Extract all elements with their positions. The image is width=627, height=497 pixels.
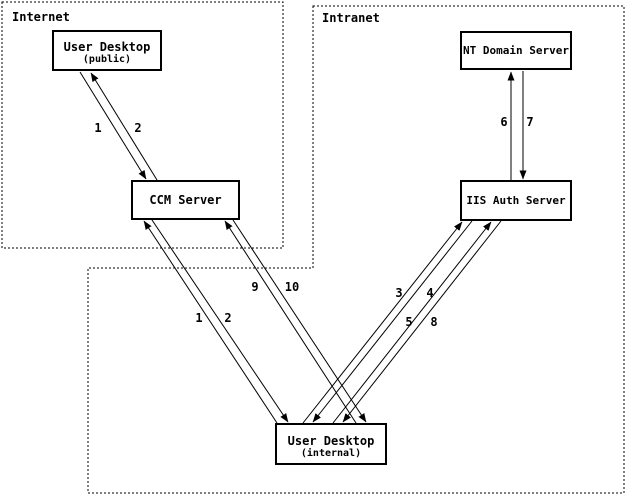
edge-arrow-step4 bbox=[312, 220, 473, 423]
node-iis-auth-server: IIS Auth Server bbox=[460, 180, 572, 221]
node-user-desktop-public-sublabel: (public) bbox=[82, 54, 132, 65]
node-user-desktop-public-label: User Desktop bbox=[63, 40, 151, 54]
intranet-region-label: Intranet bbox=[322, 11, 380, 25]
node-iis-auth-server-label: IIS Auth Server bbox=[466, 194, 566, 207]
node-user-desktop-internal-sublabel: (internal) bbox=[300, 447, 362, 459]
node-nt-domain-server-label: NT Domain Server bbox=[463, 44, 569, 57]
edge-label-step1-public: 1 bbox=[94, 121, 102, 135]
edge-label-step9: 9 bbox=[251, 280, 259, 294]
edge-label-step4: 4 bbox=[426, 286, 434, 300]
edge-arrow-step2-internal bbox=[151, 219, 289, 423]
node-ccm-server-label: CCM Server bbox=[149, 192, 222, 207]
edge-arrow-step10 bbox=[232, 219, 367, 423]
edge-arrow-step1-public bbox=[79, 71, 147, 180]
edge-label-step2-internal: 2 bbox=[224, 311, 232, 325]
edge-arrow-step5 bbox=[332, 221, 492, 424]
internet-region-outline bbox=[1, 1, 284, 249]
node-ccm-server: CCM Server bbox=[131, 180, 240, 220]
node-user-desktop-internal: User Desktop (internal) bbox=[275, 423, 387, 465]
edge-arrow-step8 bbox=[342, 220, 502, 423]
edge-label-step8: 8 bbox=[430, 315, 438, 329]
edge-label-step5: 5 bbox=[405, 315, 413, 329]
internet-region-label: Internet bbox=[12, 10, 70, 24]
edge-label-step1-internal: 1 bbox=[195, 311, 203, 325]
edge-label-step7: 7 bbox=[526, 115, 534, 129]
edge-arrow-step2-public bbox=[90, 72, 158, 181]
edge-arrow-step3 bbox=[302, 221, 463, 424]
edge-arrow-step9 bbox=[224, 220, 357, 424]
edge-label-step3: 3 bbox=[395, 286, 403, 300]
edge-label-step6: 6 bbox=[500, 115, 508, 129]
node-user-desktop-internal-label: User Desktop bbox=[287, 433, 375, 448]
node-nt-domain-server: NT Domain Server bbox=[460, 31, 572, 70]
edge-label-step10: 10 bbox=[284, 280, 300, 294]
intranet-region-outline bbox=[87, 5, 625, 494]
edge-label-step2-public: 2 bbox=[134, 121, 142, 135]
node-user-desktop-public: User Desktop (public) bbox=[52, 30, 162, 71]
edge-arrow-step1-internal bbox=[143, 220, 278, 424]
